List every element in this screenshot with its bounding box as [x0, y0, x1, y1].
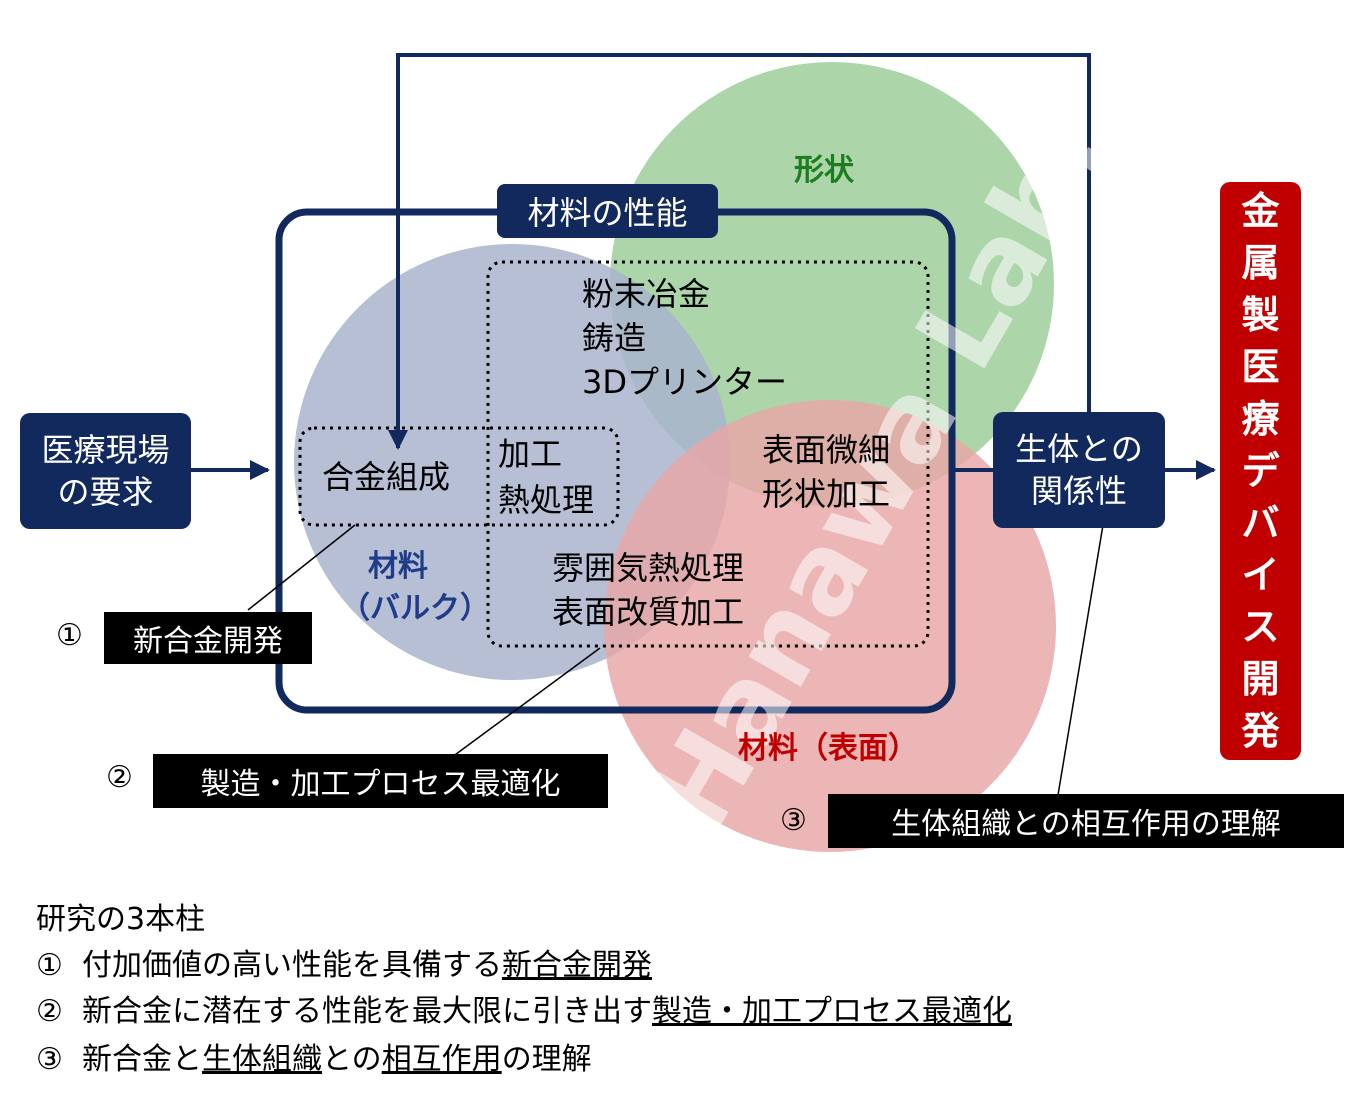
surface-label: 材料（表面） [738, 731, 918, 766]
pillar-2-number: ② [106, 760, 133, 795]
pillar-1-number: ① [56, 618, 83, 653]
process-powder: 粉末冶金 [582, 275, 711, 313]
output-char-9: 開 [1241, 657, 1280, 701]
output-char-7: イ [1241, 553, 1280, 597]
summary-line-3: ③ 新合金と生体組織との相互作用の理解 [36, 1034, 592, 1078]
summary-line-3-pre: 新合金と [81, 1042, 202, 1077]
output-char-2: 製 [1241, 293, 1280, 337]
summary-line-2: ② 新合金に潜在する性能を最大限に引き出す製造・加工プロセス最適化 [36, 986, 1012, 1030]
bio-relation-line2: 関係性 [1030, 472, 1127, 510]
medical-needs-line1: 医療現場 [41, 431, 170, 469]
surface-modification: 表面改質加工 [552, 593, 745, 631]
surface-circle [604, 400, 1056, 852]
output-char-1: 属 [1241, 241, 1280, 285]
shape-circle [610, 62, 1054, 506]
summary-line-3-underline-2: 相互作用 [381, 1042, 502, 1077]
summary-line-2-num: ② [36, 994, 63, 1029]
surface-fine-line2: 形状加工 [762, 475, 891, 513]
summary-line-1-pre: 付加価値の高い性能を具備する [81, 948, 502, 983]
bio-relation-line1: 生体との [1015, 430, 1143, 468]
output-char-10: 発 [1241, 709, 1280, 753]
bulk-label-line2: （バルク） [340, 591, 490, 626]
bio-relation-box: 生体との 関係性 [993, 412, 1165, 528]
alloy-dotted-box [298, 426, 620, 527]
leader-line-2 [447, 647, 601, 761]
alloy-composition: 合金組成 [322, 458, 451, 496]
summary-line-3-underline-1: 生体組織 [201, 1042, 322, 1077]
process-heat-treatment: 熱処理 [498, 481, 595, 519]
output-char-3: 医 [1241, 345, 1280, 389]
process-3dprint: 3Dプリンター [582, 363, 788, 401]
output-char-5: デ [1241, 449, 1280, 493]
medical-needs-box: 医療現場 の要求 [20, 413, 191, 529]
metal-device-box: 金 属 製 医 療 デ バ イ ス 開 発 [1220, 182, 1301, 760]
process-machining: 加工 [498, 435, 563, 473]
summary-line-3-mid: との [321, 1042, 382, 1077]
pillar-3-tag: 生体組織との相互作用の理解 [828, 794, 1344, 848]
summary-line-3-num: ③ [36, 1042, 63, 1077]
leader-line-3 [1057, 524, 1104, 796]
summary-line-1-num: ① [36, 948, 63, 983]
output-char-6: バ [1241, 501, 1280, 545]
summary-line-1: ① 付加価値の高い性能を具備する新合金開発 [36, 940, 652, 984]
pillar-3-number: ③ [780, 803, 807, 838]
surface-fine-line1: 表面微細 [762, 431, 891, 469]
summary-line-2-underline: 製造・加工プロセス最適化 [651, 994, 1012, 1029]
pillar-2-tag: 製造・加工プロセス最適化 [153, 754, 608, 808]
feedback-loop-line [388, 53, 1091, 450]
summary-line-2-pre: 新合金に潜在する性能を最大限に引き出す [81, 994, 652, 1029]
medical-needs-line2: の要求 [57, 473, 154, 511]
output-char-8: ス [1241, 605, 1280, 649]
performance-header: 材料の性能 [497, 184, 718, 238]
bulk-label-line1: 材料 [368, 549, 428, 584]
output-char-0: 金 [1241, 189, 1280, 233]
output-char-4: 療 [1241, 397, 1280, 441]
summary-line-3-post: の理解 [501, 1042, 592, 1077]
shape-label: 形状 [794, 153, 854, 188]
process-dotted-box [486, 260, 930, 648]
summary-line-1-underline: 新合金開発 [501, 948, 652, 983]
pillar-1-tag: 新合金開発 [104, 612, 312, 664]
atmosphere-heat: 雰囲気熱処理 [552, 549, 745, 587]
process-casting: 鋳造 [582, 319, 647, 357]
summary-title: 研究の3本柱 [36, 902, 206, 937]
leader-line-1 [247, 524, 356, 611]
